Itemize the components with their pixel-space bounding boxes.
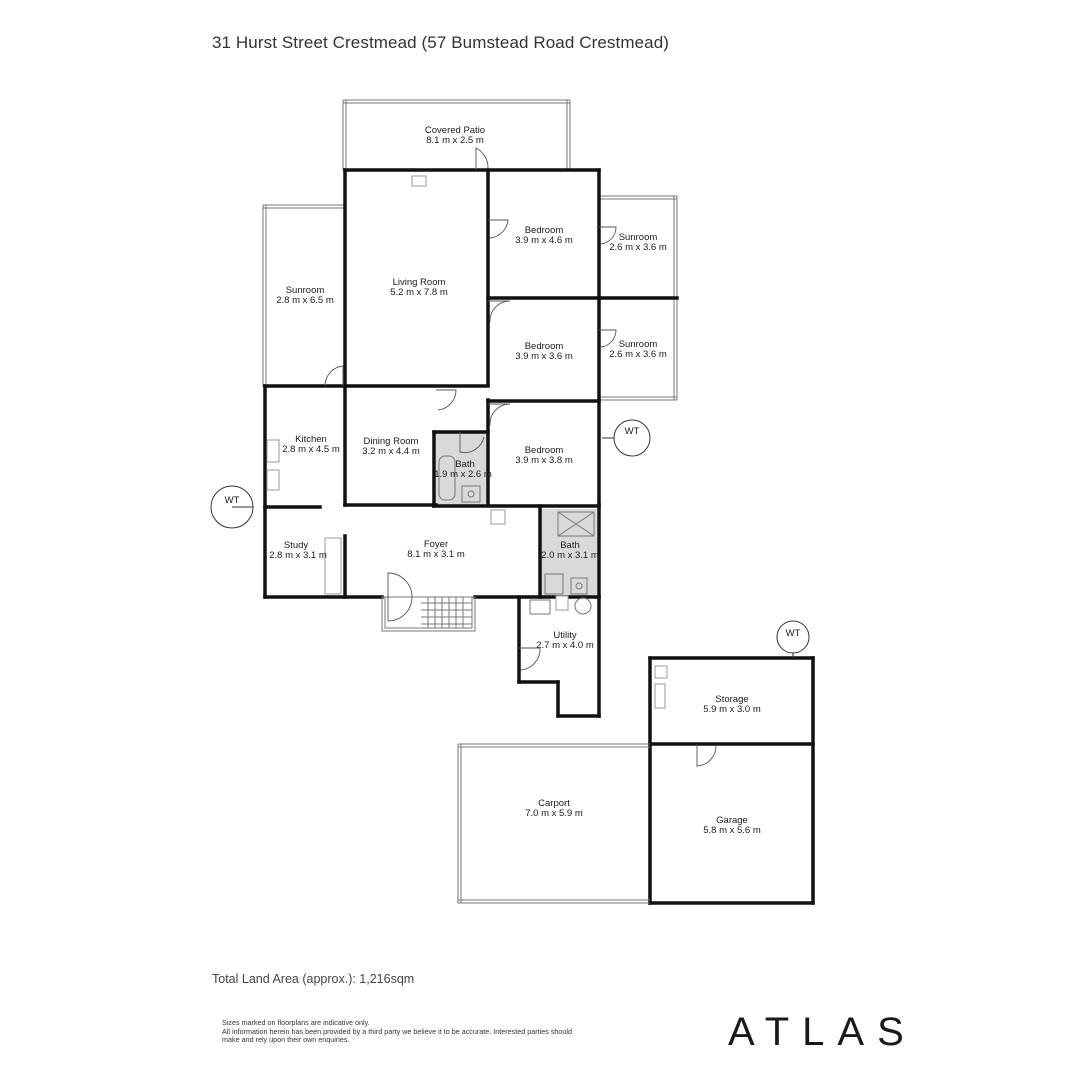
room-label-bedroom-1: Bedroom 3.9 m x 4.6 m [515,225,573,246]
room-label-storage: Storage 5.9 m x 3.0 m [703,694,761,715]
room-label-bath-1: Bath 1.9 m x 2.6 m [434,459,492,480]
room-label-sunroom-ne1: Sunroom 2.6 m x 3.6 m [609,232,667,253]
disclaimer-line: All information herein has been provided… [222,1026,572,1036]
room-name: Bath [455,459,475,470]
room-name: Bedroom [525,445,564,456]
room-name: Dining Room [364,436,419,447]
water-tank-south: WT [776,620,810,658]
room-name: Living Room [393,277,446,288]
bath-2-floor [541,509,597,596]
room-name: Study [284,540,309,551]
room-dimensions: 3.9 m x 3.6 m [515,351,573,362]
room-name: Foyer [424,539,448,550]
windows [266,175,668,709]
room-label-living-room: Living Room 5.2 m x 7.8 m [390,277,448,298]
room-name: Covered Patio [425,125,485,136]
room-dimensions: 2.8 m x 6.5 m [276,295,334,306]
water-tank-east: WT [602,419,651,457]
front-stairs [381,596,476,632]
water-tank-west: WT [210,485,254,529]
room-label-bath-2: Bath 2.0 m x 3.1 m [541,540,599,561]
storage-garage-walls [648,656,815,905]
room-dimensions: 3.9 m x 4.6 m [515,235,573,246]
room-label-garage: Garage 5.8 m x 5.6 m [703,815,761,836]
room-dimensions: 1.9 m x 2.6 m [434,469,492,480]
room-label-bedroom-2: Bedroom 3.9 m x 3.6 m [515,341,573,362]
room-name: Kitchen [295,434,327,445]
room-dimensions: 8.1 m x 2.5 m [426,135,484,146]
west-sunroom-outline [262,204,345,387]
disclaimer-line: make and rely upon their own enquiries. [222,1035,350,1045]
main-house-walls [263,168,679,718]
room-dimensions: 2.8 m x 4.5 m [282,444,340,455]
room-dimensions: 2.7 m x 4.0 m [536,640,594,651]
room-name: Carport [538,798,570,809]
room-label-sunroom-west: Sunroom 2.8 m x 6.5 m [276,285,334,306]
room-dimensions: 5.9 m x 3.0 m [703,704,761,715]
door-swings [324,147,717,767]
disclaimer-line: Sizes marked on floorplans are indicativ… [222,1018,370,1027]
room-name: Utility [553,630,576,641]
room-label-dining-room: Dining Room 3.2 m x 4.4 m [362,436,420,457]
room-dimensions: 3.2 m x 4.4 m [362,446,420,457]
room-name: Garage [716,815,748,826]
room-dimensions: 2.6 m x 3.6 m [609,242,667,253]
room-name: Bath [560,540,580,551]
water-tank-label: WT [625,426,640,437]
room-label-bedroom-3: Bedroom 3.9 m x 3.8 m [515,445,573,466]
room-dimensions: 5.2 m x 7.8 m [390,287,448,298]
room-name: Bedroom [525,225,564,236]
room-dimensions: 8.1 m x 3.1 m [407,549,465,560]
room-name: Storage [715,694,748,705]
disclaimer: Sizes marked on floorplans are indicativ… [222,1018,642,1045]
room-name: Sunroom [619,232,658,243]
carport-outline [457,743,650,904]
room-label-carport: Carport 7.0 m x 5.9 m [525,798,583,819]
covered-patio-outline [342,99,571,170]
room-name: Sunroom [619,339,658,350]
room-label-foyer: Foyer 8.1 m x 3.1 m [407,539,465,560]
room-dimensions: 5.8 m x 5.6 m [703,825,761,836]
room-label-covered-patio: Covered Patio 8.1 m x 2.5 m [425,125,485,146]
water-tank-label: WT [786,628,801,639]
room-dimensions: 3.9 m x 3.8 m [515,455,573,466]
water-tank-label: WT [225,495,240,506]
room-label-sunroom-ne2: Sunroom 2.6 m x 3.6 m [609,339,667,360]
land-area: Total Land Area (approx.): 1,216sqm [212,972,415,986]
room-name: Bedroom [525,341,564,352]
room-dimensions: 2.8 m x 3.1 m [269,550,327,561]
room-label-kitchen: Kitchen 2.8 m x 4.5 m [282,434,340,455]
room-name: Sunroom [286,285,325,296]
room-dimensions: 2.0 m x 3.1 m [541,550,599,561]
bath-fixtures [438,455,595,615]
room-label-study: Study 2.8 m x 3.1 m [269,540,327,561]
atlas-logo: ATLAS [728,1010,917,1054]
plan-title: 31 Hurst Street Crestmead (57 Bumstead R… [212,33,670,52]
room-dimensions: 2.6 m x 3.6 m [609,349,667,360]
room-dimensions: 7.0 m x 5.9 m [525,808,583,819]
room-label-utility: Utility 2.7 m x 4.0 m [536,630,594,651]
